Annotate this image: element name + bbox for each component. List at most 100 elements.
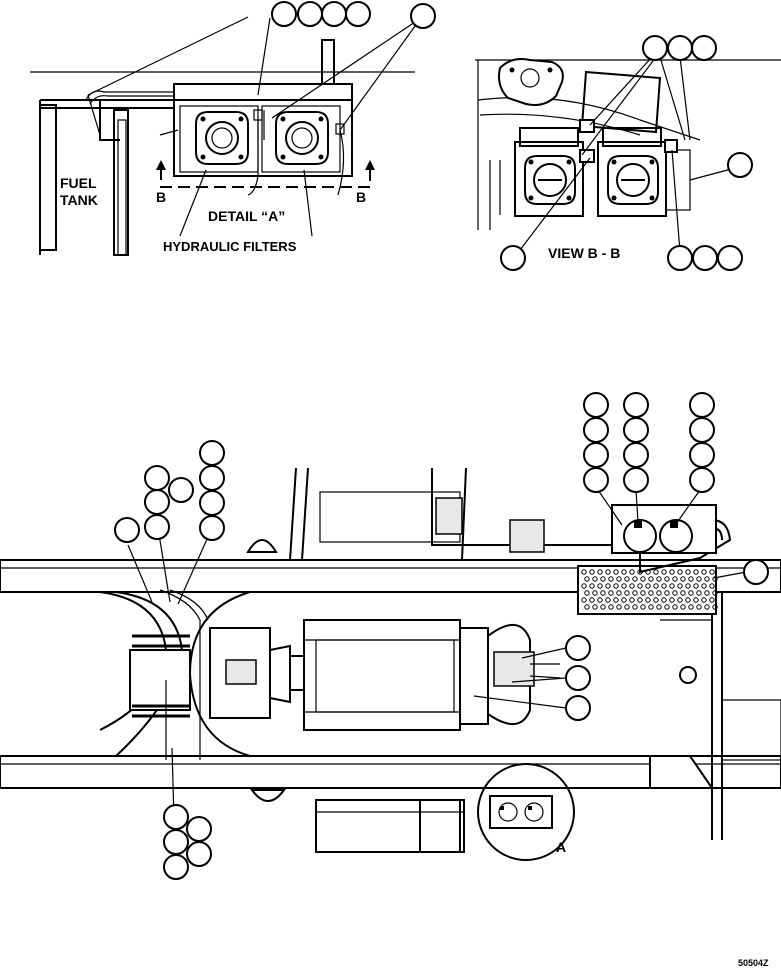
grating-hole	[621, 597, 627, 603]
grating-hole	[597, 569, 603, 575]
grating-hole	[581, 583, 587, 589]
grating-hole	[685, 597, 691, 603]
grating-hole	[640, 590, 646, 596]
grating-hole	[704, 590, 710, 596]
view-bb-title: VIEW B - B	[548, 245, 620, 261]
grating-hole	[653, 583, 659, 589]
grating-hole	[605, 597, 611, 603]
grating-hole	[616, 576, 622, 582]
grating-hole	[600, 604, 606, 610]
grating-hole	[613, 569, 619, 575]
view-bb-filter-left	[524, 155, 576, 205]
grating-hole	[624, 576, 630, 582]
grating-hole	[661, 569, 667, 575]
callout-balloon	[199, 465, 225, 491]
grating-hole	[605, 569, 611, 575]
drawing-number: 50504Z	[738, 958, 769, 968]
grating-hole	[589, 597, 595, 603]
callout-balloon	[727, 152, 753, 178]
callout-balloon	[565, 635, 591, 661]
callout-balloon	[321, 1, 347, 27]
callout-balloon	[692, 245, 718, 271]
grating-hole	[605, 583, 611, 589]
grating-hole	[661, 597, 667, 603]
grating-hole	[656, 576, 662, 582]
grating-hole	[648, 576, 654, 582]
grating-hole	[621, 569, 627, 575]
callout-balloon	[689, 392, 715, 418]
callout-balloon	[144, 465, 170, 491]
grating-hole	[672, 590, 678, 596]
callout-balloon	[199, 515, 225, 541]
callout-balloon	[623, 467, 649, 493]
callout-balloon	[623, 417, 649, 443]
grating-hole	[688, 590, 694, 596]
callout-balloon	[186, 816, 212, 842]
grating-hole	[653, 569, 659, 575]
grating-hole	[712, 604, 718, 610]
callout-balloon	[114, 517, 140, 543]
grating-hole	[693, 597, 699, 603]
grating-hole	[624, 604, 630, 610]
callout-balloon	[667, 35, 693, 61]
grating-hole	[712, 590, 718, 596]
grating-hole	[709, 583, 715, 589]
grating-hole	[640, 604, 646, 610]
grating-hole	[669, 597, 675, 603]
grating-hole	[581, 569, 587, 575]
grating-hole	[701, 583, 707, 589]
callout-balloon	[691, 35, 717, 61]
grating-hole	[669, 583, 675, 589]
grating-hole	[600, 590, 606, 596]
grating-hole	[704, 576, 710, 582]
callout-balloon	[345, 1, 371, 27]
grating-hole	[701, 597, 707, 603]
grating-hole	[677, 569, 683, 575]
callout-balloon	[500, 245, 526, 271]
grating-hole	[592, 590, 598, 596]
grating-hole	[629, 583, 635, 589]
callout-balloon	[667, 245, 693, 271]
grating-hole	[584, 604, 590, 610]
grating-hole	[685, 583, 691, 589]
hydraulic-filter-left	[195, 111, 249, 165]
grating-hole	[656, 590, 662, 596]
grating-hole	[688, 576, 694, 582]
grating-hole	[696, 604, 702, 610]
grating-hole	[637, 583, 643, 589]
grating-hole	[632, 576, 638, 582]
grating-hole	[664, 576, 670, 582]
callout-balloon	[163, 829, 189, 855]
detail-a-view: FUEL TANK B B DETAIL “A” HYDRAULIC FILTE…	[30, 1, 436, 256]
callout-balloon	[717, 245, 743, 271]
grating-hole	[584, 576, 590, 582]
callout-balloon	[186, 841, 212, 867]
grating-hole	[592, 576, 598, 582]
detail-a-title: DETAIL “A”	[208, 208, 285, 224]
grating-hole	[656, 604, 662, 610]
grating-hole	[648, 590, 654, 596]
callout-balloon	[144, 514, 170, 540]
grating-hole	[648, 604, 654, 610]
callout-balloon	[297, 1, 323, 27]
callout-balloon	[168, 477, 194, 503]
view-bb-filter-right	[607, 155, 659, 205]
callout-balloon	[163, 804, 189, 830]
grating-hole	[589, 583, 595, 589]
grating-hole	[584, 590, 590, 596]
callout-balloon	[689, 417, 715, 443]
grating-hole	[600, 576, 606, 582]
grating-hole	[672, 576, 678, 582]
grating-hole	[693, 583, 699, 589]
callout-balloon	[163, 854, 189, 880]
fuel-tank-label-line2: TANK	[60, 192, 98, 208]
grating-hole	[696, 576, 702, 582]
grating-hole	[701, 569, 707, 575]
grating-hole	[616, 604, 622, 610]
grating-hole	[608, 590, 614, 596]
callout-balloon	[583, 442, 609, 468]
grating-hole	[653, 597, 659, 603]
grating-hole	[640, 576, 646, 582]
